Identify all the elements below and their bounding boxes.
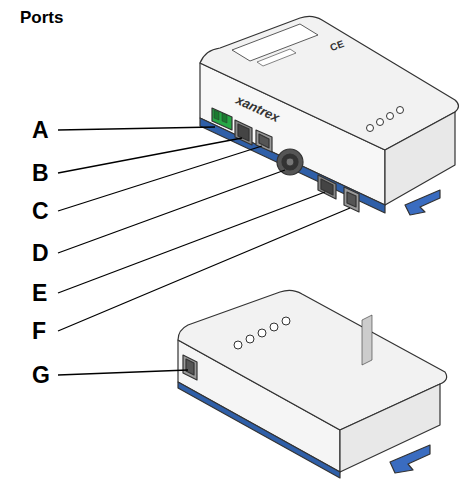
mount-clip (390, 445, 430, 473)
callout-letter: G (32, 362, 50, 389)
callout-letter: B (32, 160, 49, 187)
terminal-block (212, 108, 232, 130)
base-strip (200, 118, 385, 213)
rj45-port (318, 175, 336, 199)
rj45-port (235, 120, 252, 145)
callout-letter: F (32, 318, 46, 345)
leader-lines (58, 127, 350, 375)
rj11-port (256, 130, 272, 152)
top-face (200, 16, 459, 150)
mount-clip (405, 190, 440, 215)
callout-letter: E (32, 280, 47, 307)
rj11-port (344, 187, 359, 212)
side-face (385, 112, 455, 205)
label-box (257, 49, 296, 66)
diagram-title: Ports (20, 8, 63, 28)
callout-letter: D (32, 240, 49, 267)
side-face (340, 384, 440, 472)
callout-letter: C (32, 198, 49, 225)
base-strip (178, 382, 340, 478)
callout-letter: A (32, 117, 49, 144)
rj11-port (183, 355, 197, 380)
